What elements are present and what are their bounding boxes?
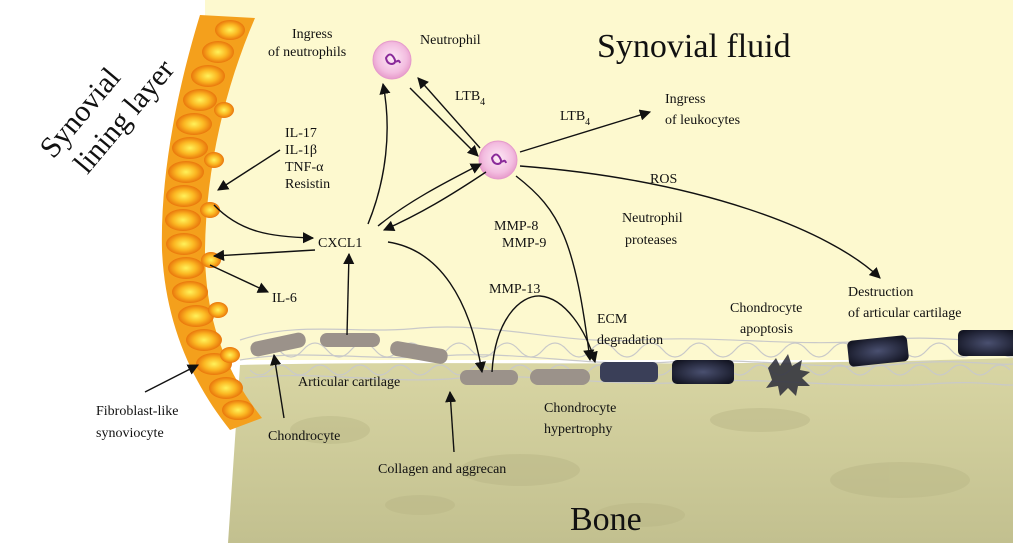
chondrocyte-hypertrophy-label-line2: hypertrophy — [544, 422, 612, 437]
il6-label: IL-6 — [272, 291, 297, 306]
synovial-fluid-title: Synovial fluid — [597, 28, 791, 65]
mmp9-label: MMP-9 — [502, 236, 546, 251]
hypertrophic-dark-cell — [672, 360, 734, 384]
synovial-lining-title: Synovial lining layer — [33, 30, 181, 187]
ingress-neutrophils-label-line2: of neutrophils — [268, 45, 346, 60]
cytokine-il1b-label: IL-1β — [285, 143, 317, 158]
destruction-label-line1: Destruction — [848, 285, 913, 300]
chondrocyte-hypertrophy-label-line1: Chondrocyte — [544, 401, 616, 416]
chondrocyte-apoptosis-label-line1: Chondrocyte — [730, 301, 802, 316]
chondrocyte-cell — [530, 369, 590, 385]
dark-chondrocyte — [958, 330, 1013, 356]
ingress-leukocytes-label-line1: Ingress — [665, 92, 705, 107]
neutrophil-cell-top — [373, 41, 411, 79]
chondrocyte-cell — [320, 333, 380, 347]
ros-label: ROS — [650, 172, 677, 187]
mmp8-label: MMP-8 — [494, 219, 538, 234]
cytokine-resistin-label: Resistin — [285, 177, 330, 192]
mmp13-label: MMP-13 — [489, 282, 540, 297]
ecm-degradation-label-line2: degradation — [597, 333, 663, 348]
collagen-aggrecan-label: Collagen and aggrecan — [378, 462, 506, 477]
ecm-degradation-label-line1: ECM — [597, 312, 628, 327]
ingress-leukocytes-label-line2: of leukocytes — [665, 113, 740, 128]
cytokine-il17-label: IL-17 — [285, 126, 317, 141]
bone-title: Bone — [570, 501, 642, 538]
cxcl1-label: CXCL1 — [318, 236, 362, 251]
fibroblast-like-synoviocyte-label-line1: Fibroblast-like — [96, 404, 178, 419]
cytokine-tnfa-label: TNF-α — [285, 160, 324, 175]
arrow-fibroblast-pointer — [145, 365, 198, 392]
chondrocyte-cell — [460, 370, 518, 385]
neutrophil-label: Neutrophil — [420, 33, 481, 48]
articular-cartilage-label: Articular cartilage — [298, 375, 400, 390]
chondrocyte-label: Chondrocyte — [268, 429, 340, 444]
destruction-label-line2: of articular cartilage — [848, 306, 961, 321]
chondrocyte-apoptosis-label-line2: apoptosis — [740, 322, 793, 337]
fibroblast-like-synoviocyte-label-line2: synoviocyte — [96, 426, 164, 441]
neutrophil-proteases-label-line1: Neutrophil — [622, 211, 683, 226]
ecm-degraded-cell — [600, 362, 658, 382]
ingress-neutrophils-label-line1: Ingress — [292, 27, 332, 42]
neutrophil-proteases-label-line2: proteases — [625, 233, 677, 248]
